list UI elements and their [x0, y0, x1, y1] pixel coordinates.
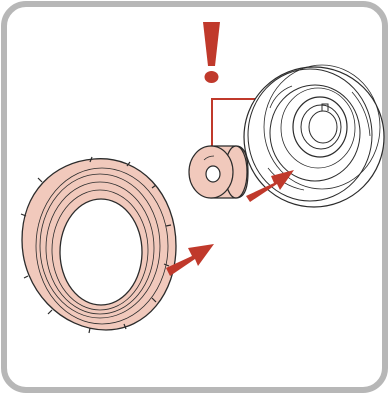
- bushing: [189, 146, 248, 198]
- hub-flange: [244, 65, 384, 207]
